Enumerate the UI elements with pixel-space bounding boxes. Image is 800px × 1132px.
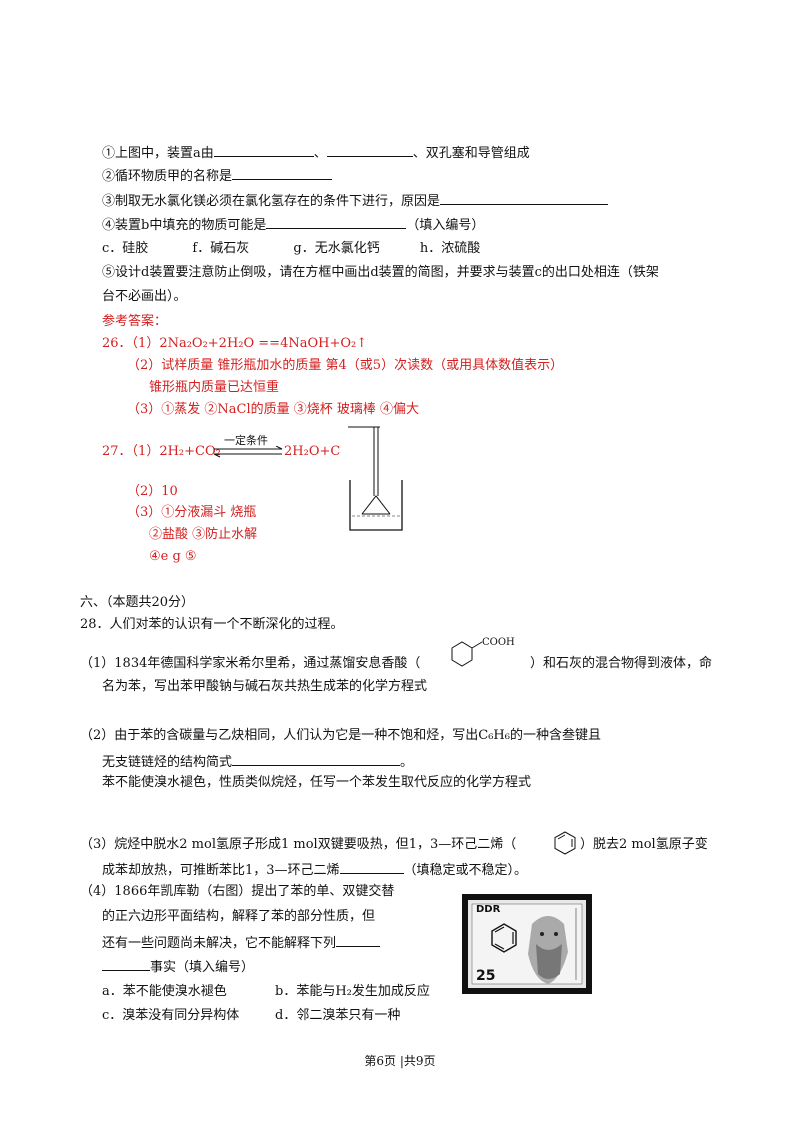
part-3-a2: ）脱去2 mol氢原子变 [580,837,708,852]
part-3-a: （3）烷烃中脱水2 mol氢原子形成1 mol双键要吸热，但1，3—环己二烯（ [80,837,517,852]
answer-27-2: （2）10 [127,484,178,499]
answer-26-2: （2）试样质量 锥形瓶加水的质量 第4（或5）次读数（或用具体数值表示） [127,358,564,373]
answer-blank[interactable] [213,143,314,157]
beaker-apparatus-icon [348,426,403,531]
q-line-3: ③制取无水氯化镁必须在氯化氢存在的条件下进行，原因是 [102,191,609,211]
part-2-a: （2）由于苯的含碳量与乙炔相同，人们认为它是一种不饱和烃，写出C₆H₆的一种含叁… [80,728,601,743]
q-line-5a: ⑤设计d装置要注意防止倒吸，请在方框中画出d装置的简图，并要求与装置c的出口处相… [102,265,659,280]
answer-27-3b: ②盐酸 ③防止水解 [149,527,258,542]
option-b: b．苯能与H₂发生加成反应 [275,984,430,999]
cyclohexadiene-structure-icon [554,831,576,855]
part-4-d: 事实（填入编号） [102,957,254,977]
q-line-4: ④装置b中填充的物质可能是（填入编号） [102,215,484,235]
option-d: d．邻二溴苯只有一种 [275,1008,401,1023]
option-a: a．苯不能使溴水褪色 [102,984,227,999]
answer-blank[interactable] [102,957,150,971]
q-line-2: ②循环物质甲的名称是 [102,166,333,186]
answer-26-2b: 锥形瓶内质量已达恒重 [149,380,280,395]
part-4-a: （4）1866年凯库勒（右图）提出了苯的单、双键交替 [80,884,395,899]
part-1-c: 名为苯，写出苯甲酸钠与碱石灰共热生成苯的化学方程式 [102,679,428,694]
answer-blank[interactable] [326,143,413,157]
stamp-artwork [468,900,586,988]
answer-27-1a: 27．（1）2H₂+CO₂ [102,444,221,459]
cooh-label: COOH [482,637,515,648]
part-4-c: 还有一些问题尚未解决，它不能解释下列 [102,933,381,953]
answer-blank[interactable] [232,752,401,766]
stamp-country: DDR [476,904,501,915]
option-c: c．溴苯没有同分异构体 [102,1008,240,1023]
reaction-condition: 一定条件 [224,434,268,447]
stamp-value: 25 [476,968,496,984]
q-line-1: ①上图中，装置a由、、双孔塞和导管组成 [102,143,530,163]
answer-blank[interactable] [266,215,407,229]
answers-heading: 参考答案： [102,314,168,329]
answer-27-3: （3）①分液漏斗 烧瓶 [127,505,257,520]
q-line-5b: 台不必画出）。 [102,289,187,304]
answer-blank[interactable] [232,166,333,180]
part-4-b: 的正六边形平面结构，解释了苯的部分性质，但 [102,909,376,924]
part-2-b: 无支链链烃的结构简式。 [102,752,413,772]
section-title: 六、（本题共20分） [80,595,195,610]
part-3-b: 成苯却放热，可推断苯比1，3—环己二烯（填稳定或不稳定）。 [102,860,527,880]
q-options: c．硅胶 f．碱石灰 g．无水氯化钙 h．浓硫酸 [102,241,481,256]
part-1-a: （1）1834年德国科学家米希尔里希，通过蒸馏安息香酸（ [80,656,421,671]
part-2-c: 苯不能使溴水褪色，性质类似烷烃，任写一个苯发生取代反应的化学方程式 [102,775,532,790]
page-footer: 第6页 |共9页 [364,1054,436,1068]
answer-26-3: （3）①蒸发 ②NaCl的质量 ③烧杯 玻璃棒 ④偏大 [127,402,420,417]
answer-blank[interactable] [440,191,609,205]
answer-26-1: 26．（1）2Na₂O₂+2H₂O ==4NaOH+O₂↑ [102,336,368,351]
benzoic-acid-structure-icon [451,641,483,667]
equilibrium-arrow-icon [213,446,283,458]
kekule-stamp-image: DDR 25 [462,894,592,994]
answer-27-3c: ④e g ⑤ [149,549,197,564]
answer-27-1b: 2H₂O+C [284,444,341,459]
question-28: 28．人们对苯的认识有一个不断深化的过程。 [80,617,344,632]
answer-blank[interactable] [336,933,381,947]
answer-blank[interactable] [339,860,404,874]
part-1-b: ）和石灰的混合物得到液体，命 [530,656,713,671]
